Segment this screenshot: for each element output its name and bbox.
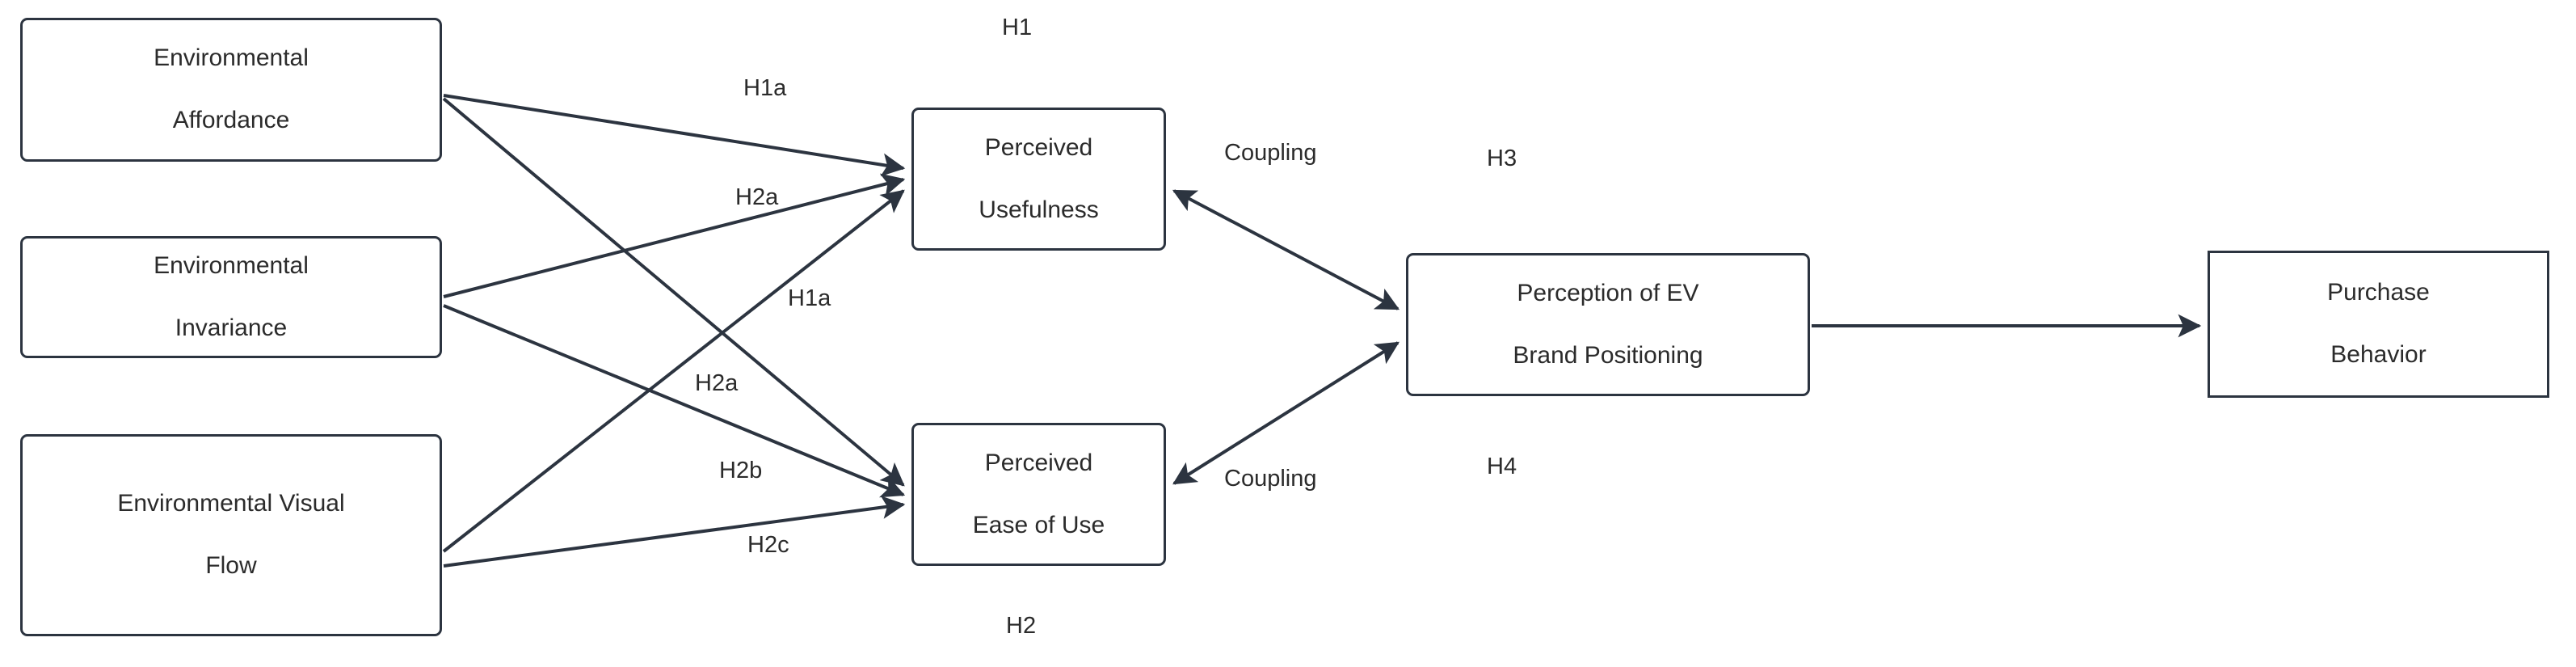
node-label-line-2: Affordance <box>172 107 290 134</box>
edge-label-h1: H1 <box>1002 15 1033 40</box>
node-label-line-2: Ease of Use <box>972 511 1105 538</box>
edge-label-h4: H4 <box>1487 454 1517 479</box>
edge-label-coupling-bottom: Coupling <box>1224 466 1317 492</box>
edge-env-visual-flow-to-usefulness <box>442 189 905 553</box>
node-env-visual-flow[interactable]: Environmental Visual Flow <box>20 434 442 636</box>
node-env-visual-flow-label: Environmental Visual Flow <box>101 488 360 581</box>
node-label-line-1: Environmental <box>154 44 309 72</box>
edge-env-invariance-to-ease <box>443 304 906 498</box>
node-label-line-2: Behavior <box>2330 341 2427 369</box>
node-label-line-1: Purchase <box>2327 279 2430 306</box>
node-label-line-1: Perceived <box>984 449 1093 476</box>
edge-label-h1a-invariance: H1a <box>788 285 831 311</box>
node-env-affordance[interactable]: Environmental Affordance <box>20 18 442 162</box>
node-label-line-1: Environmental Visual <box>117 490 345 517</box>
edge-usefulness-ev-coupling <box>1172 189 1400 310</box>
node-perceived-usefulness[interactable]: Perceived Usefulness <box>911 108 1166 251</box>
node-purchase-behavior-label: Purchase Behavior <box>2311 277 2446 370</box>
edge-label-h2a-affordance: H2a <box>735 184 779 210</box>
node-label-line-2: Brand Positioning <box>1513 341 1703 369</box>
edge-env-invariance-to-usefulness <box>443 173 906 298</box>
node-label-line-2: Flow <box>205 552 257 580</box>
edge-label-h2c: H2c <box>747 532 789 558</box>
node-perceived-usefulness-label: Perceived Usefulness <box>962 133 1114 226</box>
node-label-line-2: Invariance <box>175 314 288 341</box>
node-env-affordance-label: Environmental Affordance <box>137 43 325 136</box>
node-label-line-1: Perception of EV <box>1517 279 1699 306</box>
edge-label-h2b: H2b <box>719 458 763 483</box>
node-label-line-2: Usefulness <box>979 196 1099 223</box>
node-label-line-1: Environmental <box>154 251 309 279</box>
node-ev-brand-positioning[interactable]: Perception of EV Brand Positioning <box>1406 253 1810 396</box>
edge-label-h1a-affordance: H1a <box>743 75 787 101</box>
edge-env-affordance-to-usefulness <box>443 94 906 177</box>
node-env-invariance-label: Environmental Invariance <box>137 251 325 344</box>
node-label-line-1: Perceived <box>984 133 1093 161</box>
node-purchase-behavior[interactable]: Purchase Behavior <box>2208 251 2549 398</box>
node-ev-brand-positioning-label: Perception of EV Brand Positioning <box>1496 278 1719 371</box>
node-perceived-ease-of-use-label: Perceived Ease of Use <box>957 448 1121 541</box>
edge-label-h3: H3 <box>1487 146 1517 171</box>
node-perceived-ease-of-use[interactable]: Perceived Ease of Use <box>911 423 1166 566</box>
edge-ease-of-use-ev-coupling <box>1172 341 1400 485</box>
edge-label-coupling-top: Coupling <box>1224 140 1317 166</box>
edge-label-h2a-invariance: H2a <box>695 370 739 396</box>
edge-label-h2: H2 <box>1006 613 1037 639</box>
node-env-invariance[interactable]: Environmental Invariance <box>20 236 442 358</box>
edge-env-visual-flow-to-ease <box>443 496 906 568</box>
edge-env-affordance-to-ease <box>442 97 905 487</box>
